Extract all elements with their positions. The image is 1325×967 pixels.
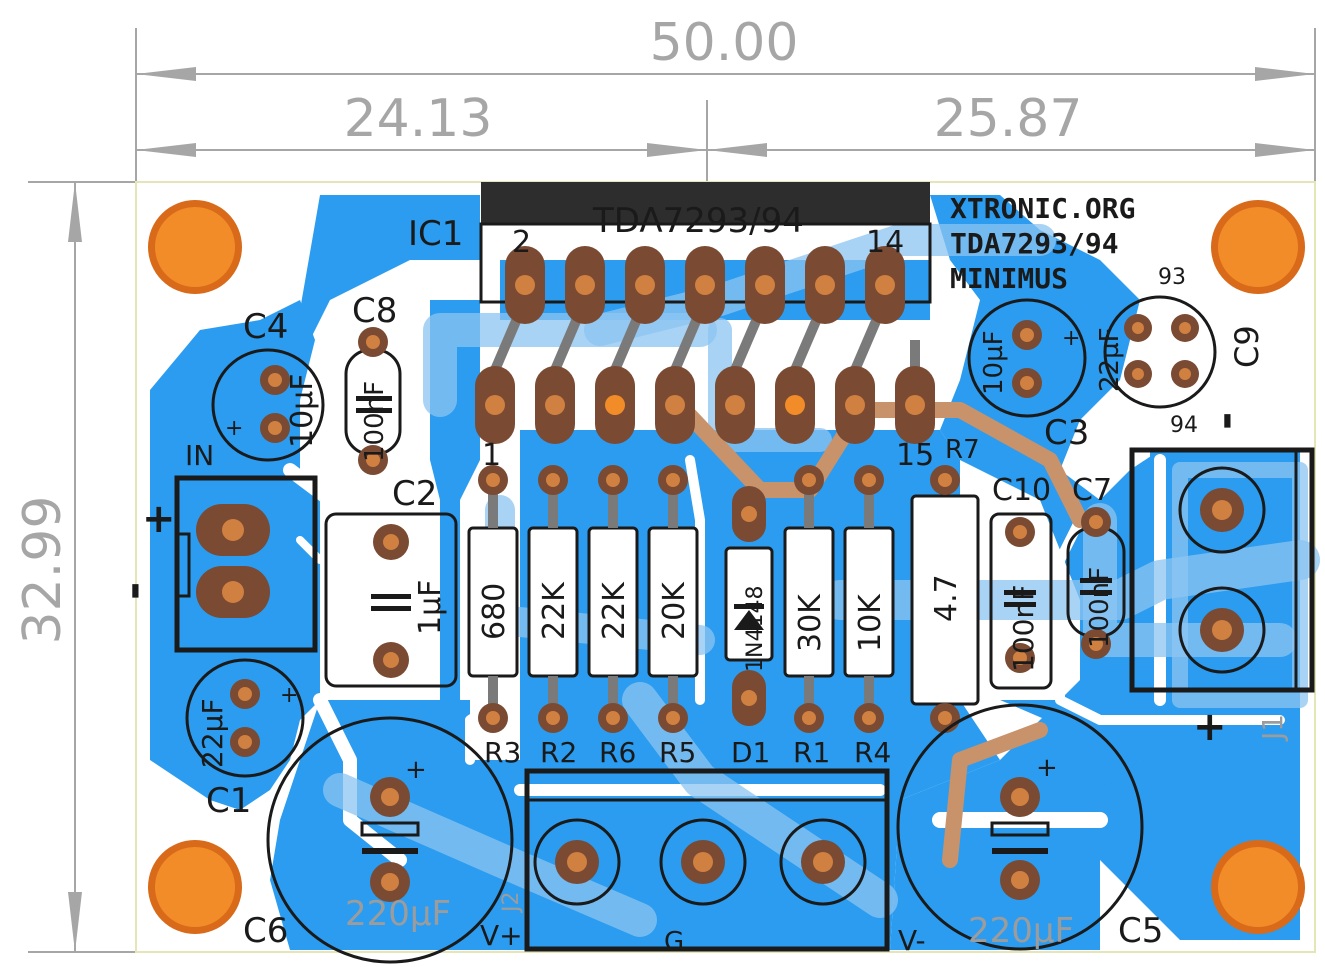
ic1-part: TDA7293/94 bbox=[592, 201, 804, 241]
c9-pin-a: 93 bbox=[1158, 265, 1186, 290]
output-connector-j1 bbox=[1129, 447, 1315, 693]
r1-value: 30K bbox=[793, 593, 828, 652]
ic1-footprint bbox=[475, 182, 935, 444]
r1-ref: R1 bbox=[793, 736, 830, 769]
r7-value: 4.7 bbox=[929, 574, 964, 622]
capacitor-c10 bbox=[989, 512, 1053, 690]
ic1-pin-1: 1 bbox=[482, 438, 501, 473]
r6-ref: R6 bbox=[599, 736, 636, 769]
c10-value: 100nF bbox=[1007, 585, 1040, 672]
ic1-pin-2: 2 bbox=[512, 225, 531, 260]
dimension-right-width: 25.87 bbox=[934, 89, 1083, 149]
dimension-lines bbox=[28, 28, 1316, 953]
diode-d1 bbox=[724, 486, 774, 726]
svg-text:+: + bbox=[225, 416, 243, 441]
ic1-pin-15: 15 bbox=[896, 438, 934, 473]
svg-text:+: + bbox=[280, 683, 298, 708]
r6-value: 22K bbox=[597, 581, 632, 640]
svg-text:+: + bbox=[1036, 753, 1058, 783]
input-minus: - bbox=[108, 582, 159, 600]
capacitor-c9 bbox=[1103, 295, 1217, 409]
d1-value: 1N4148 bbox=[743, 586, 768, 672]
r5-value: 20K bbox=[657, 581, 692, 640]
c7-value: 100nF bbox=[1085, 567, 1115, 648]
c10-ref: C10 bbox=[992, 473, 1051, 508]
c8-value: 100nF bbox=[360, 381, 390, 462]
c9-value: 22µF bbox=[1095, 327, 1125, 392]
capacitor-c7 bbox=[1066, 507, 1126, 659]
c6-ref: C6 bbox=[243, 911, 288, 951]
c3-ref: C3 bbox=[1044, 413, 1089, 453]
j1-plus: + bbox=[1193, 704, 1227, 750]
j2-ground: G bbox=[664, 927, 684, 957]
c6-value: 220µF bbox=[345, 894, 451, 934]
mounting-holes bbox=[148, 200, 1305, 934]
c9-ref: C9 bbox=[1228, 325, 1266, 368]
svg-text:+: + bbox=[1062, 326, 1080, 351]
c7-ref: C7 bbox=[1072, 473, 1112, 508]
c1-ref: C1 bbox=[206, 781, 251, 821]
input-connector bbox=[174, 475, 318, 653]
r3-ref: R3 bbox=[484, 736, 521, 769]
power-connector-j2 bbox=[524, 768, 890, 952]
r2-ref: R2 bbox=[540, 736, 577, 769]
dimension-height: 32.99 bbox=[13, 496, 73, 645]
j2-vminus: V- bbox=[898, 924, 926, 957]
c4-value: 10µF bbox=[285, 373, 320, 448]
header-chip: TDA7293/94 bbox=[950, 227, 1119, 260]
c4-ref: C4 bbox=[243, 307, 288, 347]
dimension-arrows bbox=[68, 67, 1315, 952]
dimension-total-width: 50.00 bbox=[650, 13, 799, 73]
header-name: MINIMUS bbox=[950, 262, 1068, 295]
j1-minus: - bbox=[1200, 412, 1251, 430]
resistor-pads bbox=[478, 465, 960, 733]
header-site: XTRONIC.ORG bbox=[950, 192, 1135, 225]
capacitor-c5: + bbox=[896, 703, 1144, 951]
c2-value: 1µF bbox=[413, 580, 448, 635]
capacitor-c1: + bbox=[185, 658, 305, 778]
c5-ref: C5 bbox=[1118, 911, 1163, 951]
j1-ref: J1 bbox=[1256, 714, 1289, 742]
d1-ref: D1 bbox=[731, 736, 770, 769]
dimension-left-width: 24.13 bbox=[344, 89, 493, 149]
c1-value: 22µF bbox=[196, 698, 229, 768]
capacitor-c6: + bbox=[266, 716, 514, 964]
c9-pin-b: 94 bbox=[1170, 413, 1198, 438]
c2-ref: C2 bbox=[392, 474, 437, 514]
r4-ref: R4 bbox=[854, 736, 891, 769]
r5-ref: R5 bbox=[659, 736, 696, 769]
capacitor-c3: + bbox=[967, 298, 1087, 418]
ic1-ref: IC1 bbox=[408, 214, 463, 254]
j2-vplus: V+ bbox=[480, 919, 523, 952]
svg-text:+: + bbox=[405, 755, 427, 785]
r3-value: 680 bbox=[477, 583, 512, 640]
c3-value: 10µF bbox=[979, 330, 1009, 395]
c5-value: 220µF bbox=[968, 911, 1074, 951]
capacitor-c8 bbox=[344, 327, 402, 475]
c8-ref: C8 bbox=[352, 291, 397, 331]
j2-ref: J2 bbox=[499, 892, 524, 915]
input-plus: + bbox=[142, 496, 176, 542]
capacitor-c2 bbox=[324, 512, 458, 688]
r7-ref: R7 bbox=[945, 435, 980, 465]
r4-value: 10K bbox=[853, 593, 888, 652]
input-label: IN bbox=[185, 439, 214, 472]
ic1-pin-14: 14 bbox=[866, 225, 904, 260]
capacitor-c4: + bbox=[211, 348, 325, 462]
r2-value: 22K bbox=[537, 581, 572, 640]
